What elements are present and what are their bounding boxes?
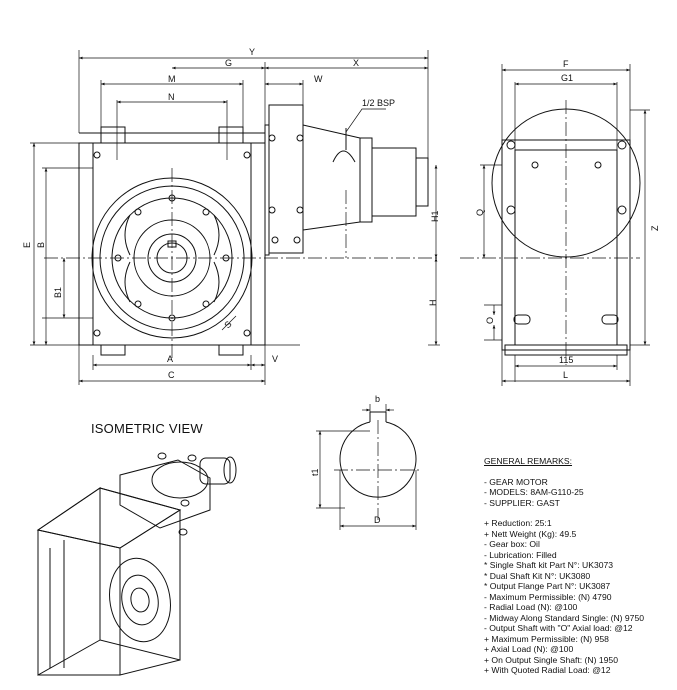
side-view-labels: F G1 Q Z O 115 L (475, 59, 660, 380)
dim-z: Z (650, 225, 660, 231)
dim-b1: B1 (53, 287, 63, 298)
remark-line: * Dual Shaft Kit N°: UK3080 (484, 570, 591, 581)
dim-m: M (168, 74, 176, 84)
dim-v: V (272, 354, 278, 364)
remark-line: + Maximum Permissible: (N) 958 (484, 633, 609, 644)
remark-line: + With Quoted Radial Load: @12 (484, 665, 611, 675)
remark-line: - Lubrication: Filled (484, 549, 557, 560)
front-view-labels: Y G X M W N 1/2 BSP E B B1 H1 H S A V C (22, 47, 440, 380)
remark-line: * Single Shaft kit Part N°: UK3073 (484, 560, 614, 570)
remark-line: - Maximum Permissible: (N) 4790 (484, 591, 612, 602)
dim-e: E (22, 242, 32, 248)
dim-b: B (36, 242, 46, 248)
remarks-heading: GENERAL REMARKS: (484, 456, 573, 466)
dim-y: Y (249, 47, 255, 57)
side-view (460, 100, 641, 365)
dim-g: G (225, 58, 232, 68)
front-view (44, 104, 440, 360)
remarks-group-2: + Reduction: 25:1 + Nett Weight (Kg): 49… (484, 518, 674, 676)
remarks-group-1: - GEAR MOTOR - MODELS: 8AM-G110-25 - SUP… (484, 477, 674, 509)
dim-c: C (168, 370, 175, 380)
dim-l: L (563, 370, 568, 380)
shaft-section-labels: b t1 D (310, 394, 381, 525)
remark-line: - Output Shaft with "O" Axial load: @12 (484, 623, 633, 633)
remark-line: - Radial Load (N): @100 (484, 602, 578, 612)
dim-h: H (428, 300, 438, 307)
remark-line: - Gear box: Oil (484, 539, 540, 549)
dim-x: X (353, 58, 359, 68)
shaft-section (334, 411, 422, 520)
dim-s: S (222, 319, 233, 330)
remark-line: - SUPPLIER: GAST (484, 497, 560, 508)
dim-d: D (374, 515, 381, 525)
front-view-dimensions (30, 50, 440, 385)
isometric-view-title: ISOMETRIC VIEW (91, 421, 203, 436)
remark-line: + Nett Weight (Kg): 49.5 (484, 528, 577, 539)
dim-a: A (167, 354, 173, 364)
dim-g1: G1 (561, 73, 573, 83)
remark-line: - GEAR MOTOR (484, 476, 548, 487)
remark-line: + On Output Single Shaft: (N) 1950 (484, 654, 618, 665)
dim-t1: t1 (310, 468, 320, 476)
bsp-label: 1/2 BSP (362, 98, 395, 108)
dim-o: O (485, 317, 495, 324)
remark-line: + Axial Load (N): @100 (484, 644, 574, 654)
dim-n: N (168, 92, 175, 102)
shaft-section-dimensions (316, 404, 417, 530)
remark-line: * Output Flange Part N°: UK3087 (484, 581, 611, 591)
dim-115: 115 (559, 355, 573, 365)
remark-line: + Reduction: 25:1 (484, 518, 552, 528)
remark-line: - Midway Along Standard Single: (N) 9750 (484, 612, 645, 623)
dim-w: W (314, 74, 323, 84)
side-view-dimensions (480, 64, 650, 386)
isometric-gearbox (36, 452, 237, 676)
dim-b-key: b (375, 394, 380, 404)
remark-line: - MODELS: 8AM-G110-25 (484, 487, 584, 497)
dim-h1: H1 (430, 210, 440, 222)
dim-f: F (563, 59, 569, 69)
general-remarks: GENERAL REMARKS: - GEAR MOTOR - MODELS: … (484, 456, 674, 686)
dim-q: Q (475, 209, 485, 216)
